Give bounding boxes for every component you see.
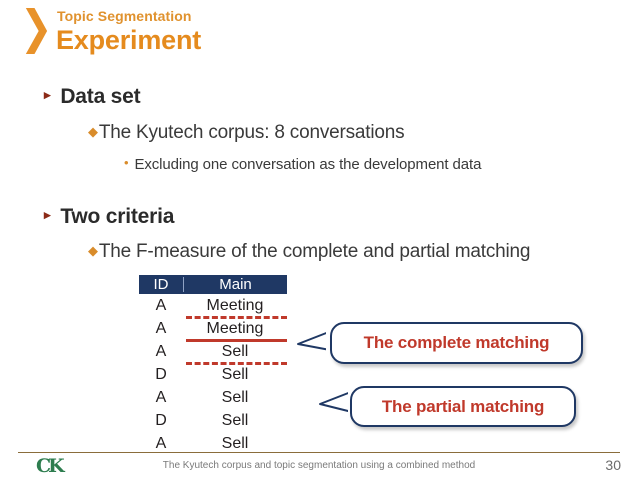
column-header-id: ID xyxy=(153,276,169,293)
bullet-f-measure: ◆The F-measure of the complete and parti… xyxy=(88,241,530,263)
kyutech-logo: CK xyxy=(36,455,65,477)
page-title: Experiment xyxy=(56,25,202,55)
footer-caption: The Kyutech corpus and topic segmentatio… xyxy=(162,460,476,471)
diamond-bullet-icon: ◆ xyxy=(88,124,98,139)
cell-id: D xyxy=(155,365,167,383)
table-row: D Sell xyxy=(139,409,287,432)
diamond-bullet-icon: ◆ xyxy=(88,243,98,258)
chevron-right-icon: ❯ xyxy=(19,0,53,54)
section-heading-data-set: ▸ Data set xyxy=(44,85,141,109)
triangle-bullet-icon: ▸ xyxy=(44,87,51,102)
callout-partial-matching: The partial matching xyxy=(350,386,576,427)
section-heading-two-criteria: ▸ Two criteria xyxy=(44,205,174,229)
triangle-bullet-icon: ▸ xyxy=(44,207,51,222)
bullet-label: Excluding one conversation as the develo… xyxy=(134,156,482,173)
section-heading-label: Data set xyxy=(60,85,141,108)
cell-main: Sell xyxy=(221,342,249,360)
column-divider xyxy=(183,277,184,292)
cell-id: A xyxy=(155,342,167,360)
annotation-line-solid xyxy=(186,339,287,342)
bullet-label: The F-measure of the complete and partia… xyxy=(98,241,531,262)
cell-main: Sell xyxy=(221,365,249,383)
annotation-line-dashed-bottom xyxy=(186,362,287,365)
table-header-row: ID Main xyxy=(139,275,287,294)
cell-id: A xyxy=(155,434,167,452)
table-row: A Sell xyxy=(139,340,287,363)
bullet-excluding-conversation: • Excluding one conversation as the devel… xyxy=(124,155,482,173)
page-number: 30 xyxy=(605,457,621,473)
callout-complete-matching: The complete matching xyxy=(330,322,583,364)
cell-main: Meeting xyxy=(206,296,264,314)
table-row: A Meeting xyxy=(139,294,287,317)
slide-header: ❯ Topic Segmentation Experiment xyxy=(0,0,638,70)
footer-divider xyxy=(18,452,620,453)
table-row: A Sell xyxy=(139,386,287,409)
example-table: ID Main A Meeting A Meeting A Sell D Sel… xyxy=(139,275,287,455)
annotation-line-dashed-top xyxy=(186,316,287,319)
cell-id: A xyxy=(155,319,167,337)
bullet-label: The Kyutech corpus: 8 conversations xyxy=(98,122,405,143)
dot-bullet-icon: • xyxy=(124,155,129,170)
cell-main: Sell xyxy=(221,411,249,429)
cell-main: Sell xyxy=(221,434,249,452)
cell-main: Meeting xyxy=(206,319,264,337)
section-heading-label: Two criteria xyxy=(60,205,175,228)
callout-label: The complete matching xyxy=(363,333,550,352)
bullet-kyutech-corpus: ◆The Kyutech corpus: 8 conversations xyxy=(88,122,405,144)
table-row: D Sell xyxy=(139,363,287,386)
cell-main: Sell xyxy=(221,388,249,406)
table-row: A Meeting xyxy=(139,317,287,340)
callout-label: The partial matching xyxy=(381,396,545,416)
cell-id: A xyxy=(155,296,167,314)
slide-kicker: Topic Segmentation xyxy=(57,8,192,24)
column-header-main: Main xyxy=(219,276,252,293)
cell-id: A xyxy=(155,388,167,406)
cell-id: D xyxy=(155,411,167,429)
table-row: A Sell xyxy=(139,432,287,455)
